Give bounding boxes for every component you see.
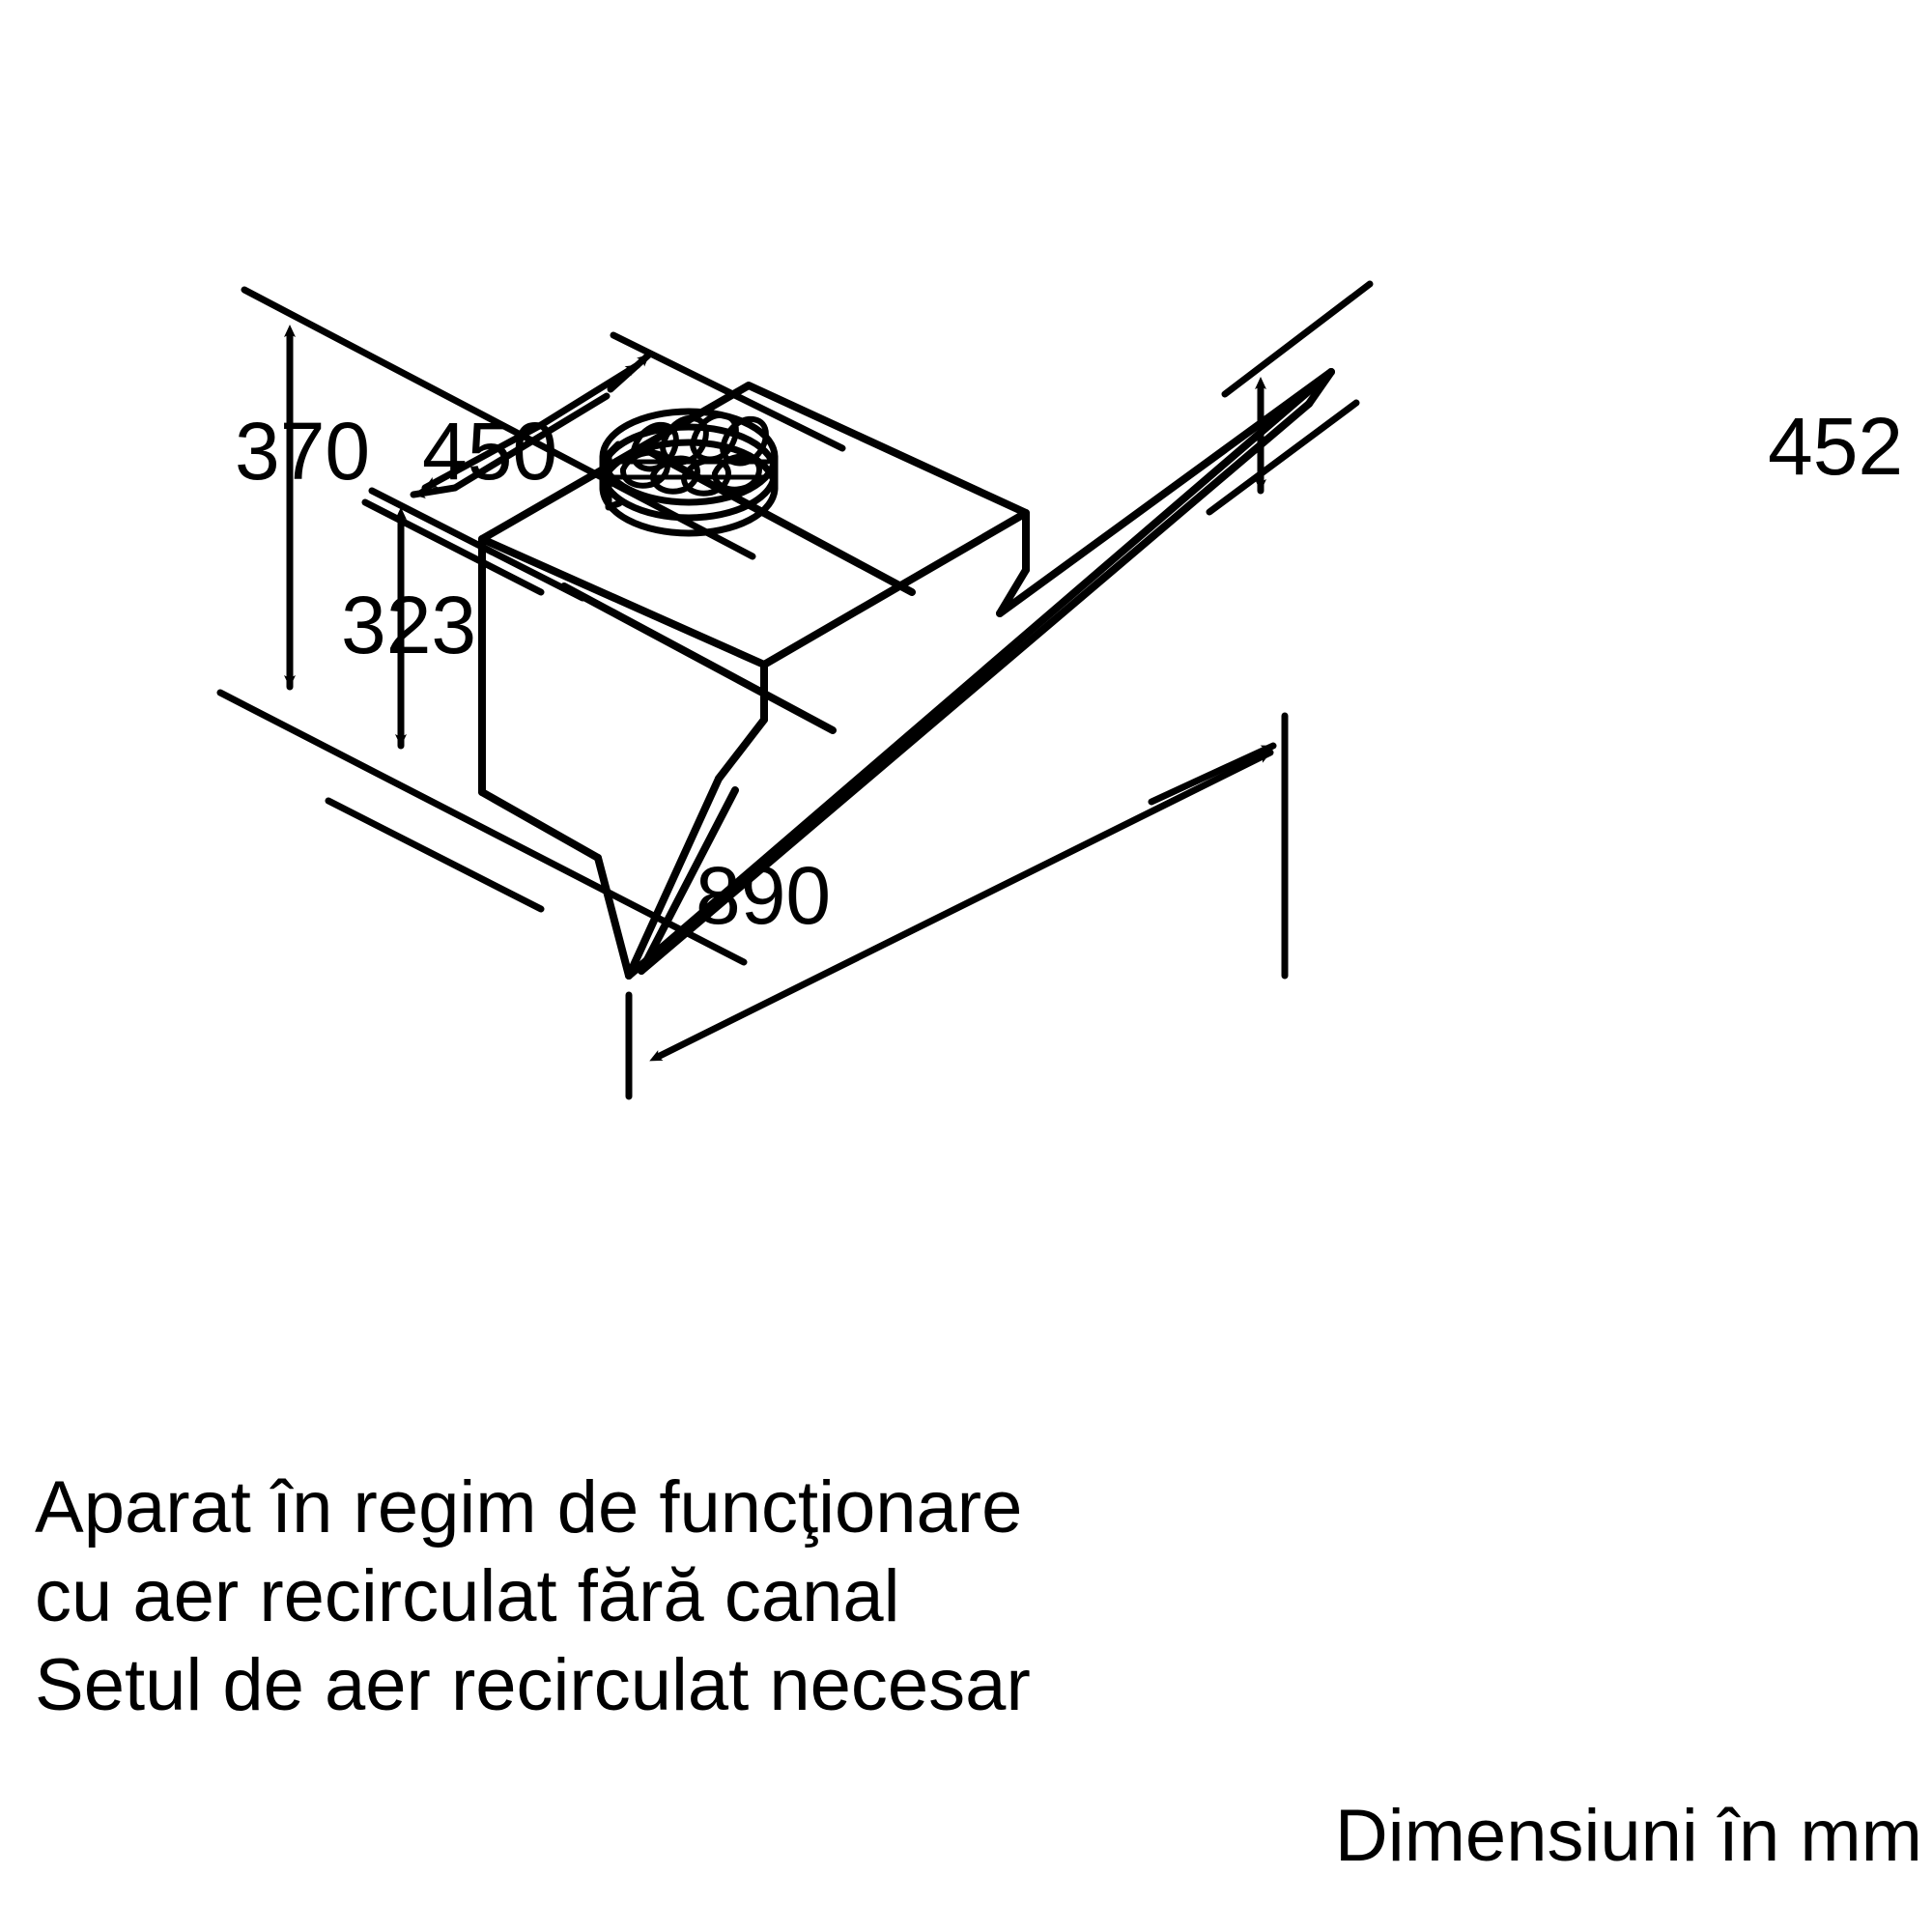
units-note: Dimensiuni în mm <box>1334 1795 1922 1877</box>
recirculation-outlet-icon <box>599 408 779 537</box>
dimension-450-arrows <box>421 361 641 492</box>
dimension-label-323: 323 <box>341 580 477 670</box>
dimension-label-370: 370 <box>235 406 371 497</box>
dimension-890 <box>625 712 1289 1100</box>
note-line-2: cu aer recirculat fără canal <box>35 1555 900 1637</box>
dimension-label-890: 890 <box>696 850 832 941</box>
dimension-450 <box>368 331 846 602</box>
note-line-3: Setul de aer recirculat necesar <box>35 1644 1031 1726</box>
dimension-label-450: 450 <box>422 406 558 497</box>
dimension-323 <box>325 498 545 913</box>
dimension-452 <box>1206 280 1374 516</box>
operating-mode-note: Aparat în regim de funcţionare cu aer re… <box>35 1463 1031 1730</box>
note-line-1: Aparat în regim de funcţionare <box>35 1466 1023 1548</box>
dimension-890-arrow-right <box>1148 742 1277 806</box>
dimension-label-452: 452 <box>1768 401 1904 492</box>
